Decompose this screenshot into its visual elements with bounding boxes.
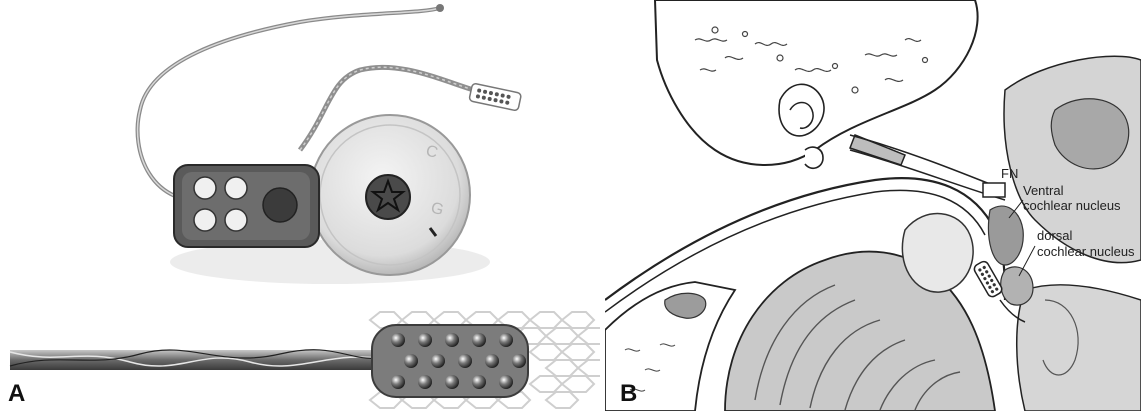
panel-letter-a: A [8, 380, 25, 408]
housing-magnet [263, 188, 297, 222]
lead-tip [436, 4, 444, 12]
label-fn: FN [1001, 166, 1018, 181]
device-illustration: C G [0, 0, 600, 411]
panel-letter-b: B [620, 380, 637, 408]
electrode-closeup [10, 312, 600, 408]
medulla [1017, 285, 1141, 411]
panel-b-anatomy: FN Ventral cochlear nucleus dorsal cochl… [605, 0, 1141, 411]
small-paddle [469, 83, 522, 111]
label-dorsal-line1: dorsal [1037, 228, 1073, 243]
label-ventral-line1: Ventral [1023, 183, 1064, 198]
dorsal-cochlear-nucleus [1001, 267, 1033, 305]
ventral-cochlear-nucleus [988, 206, 1023, 265]
brainstem-illustration: FN Ventral cochlear nucleus dorsal cochl… [605, 0, 1141, 411]
panel-a-device: C G [0, 0, 600, 411]
flocculus [902, 214, 973, 293]
label-dorsal-line2: cochlear nucleus [1037, 244, 1135, 259]
facial-nerve-marker [983, 183, 1005, 197]
label-ventral-line2: cochlear nucleus [1023, 198, 1121, 213]
